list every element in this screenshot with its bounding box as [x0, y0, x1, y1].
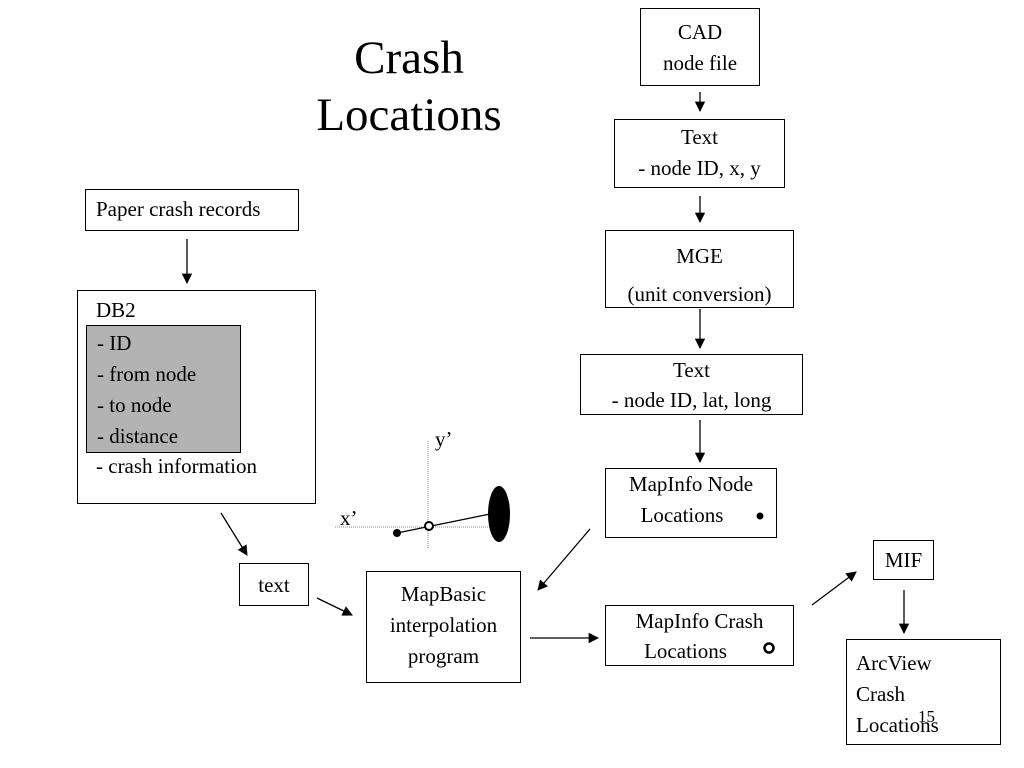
mge-label-2: (unit conversion) [627, 282, 772, 306]
mif-box: MIF [873, 540, 934, 580]
arcview-label-2: Crash [856, 682, 905, 706]
origin-open-marker [424, 521, 434, 531]
text2-label-2: - node ID, lat, long [611, 388, 772, 412]
mapinfo-crash-locations-box: MapInfo Crash Locations [605, 605, 794, 666]
axis-label-y: y’ [435, 427, 453, 451]
slide-title: Crash Locations [300, 30, 518, 144]
mapinfo-crash-label-2: Locations [644, 639, 727, 663]
slide-number: 15 [918, 707, 935, 726]
db2-field-crash-info: - crash information [96, 454, 257, 478]
interpolation-line [396, 512, 496, 534]
mapinfo-node-label-2: Locations [640, 503, 724, 527]
mapbasic-label-2: interpolation [389, 613, 498, 637]
mge-label-1: MGE [676, 244, 723, 268]
mapinfo-node-label-1: MapInfo Node [628, 472, 754, 496]
crash-location-circle-icon [763, 642, 775, 654]
mif-label: MIF [884, 548, 923, 572]
node-location-dot-icon [756, 512, 764, 520]
db2-key-fields: - ID - from node - to node - distance [86, 325, 241, 453]
arrow-text-to-mapbasic [316, 597, 353, 616]
db2-field-id: - ID [97, 331, 132, 355]
mapinfo-node-locations-box: MapInfo Node Locations [605, 468, 777, 538]
text-small-label: text [258, 573, 290, 597]
ellipse-marker [488, 486, 510, 542]
text2-label-1: Text [672, 358, 711, 382]
cad-label-1: CAD [677, 20, 723, 44]
cad-label-2: node file [662, 51, 738, 75]
text-small-box: text [239, 563, 309, 606]
text1-label-2: - node ID, x, y [638, 156, 761, 180]
axis-label-x: x’ [340, 506, 358, 530]
arrow-db2-to-text [220, 512, 248, 556]
text1-label-1: Text [680, 125, 719, 149]
db2-field-distance: - distance [97, 424, 179, 448]
cad-node-file-box: CAD node file [640, 8, 760, 86]
db2-field-from-node: - from node [97, 362, 197, 386]
db2-box: DB2 - ID - from node - to node - distanc… [77, 290, 316, 504]
db2-field-to-node: - to node [97, 393, 172, 417]
mapbasic-label-3: program [407, 644, 480, 668]
arrow-mapinfo-crash-to-mif [811, 571, 857, 606]
mapinfo-crash-label-1: MapInfo Crash [635, 609, 764, 633]
text-node-xy-box: Text - node ID, x, y [614, 119, 785, 188]
paper-crash-records-box: Paper crash records [85, 189, 299, 231]
crash-point-marker [393, 529, 401, 537]
title-line-2: Locations [316, 89, 502, 141]
mapbasic-program-box: MapBasic interpolation program [366, 571, 521, 683]
arcview-label-3: Locations [856, 713, 939, 737]
arrow-mapinfo-node-to-mapbasic [537, 528, 591, 591]
db2-title: DB2 [96, 298, 136, 322]
text-node-latlong-box: Text - node ID, lat, long [580, 354, 803, 415]
mge-box: MGE (unit conversion) [605, 230, 794, 308]
arcview-crash-locations-box: ArcView Crash Locations [846, 639, 1001, 745]
title-line-1: Crash [354, 32, 464, 84]
mapbasic-label-1: MapBasic [400, 582, 487, 606]
arcview-label-1: ArcView [856, 651, 932, 675]
paper-label: Paper crash records [96, 197, 261, 221]
